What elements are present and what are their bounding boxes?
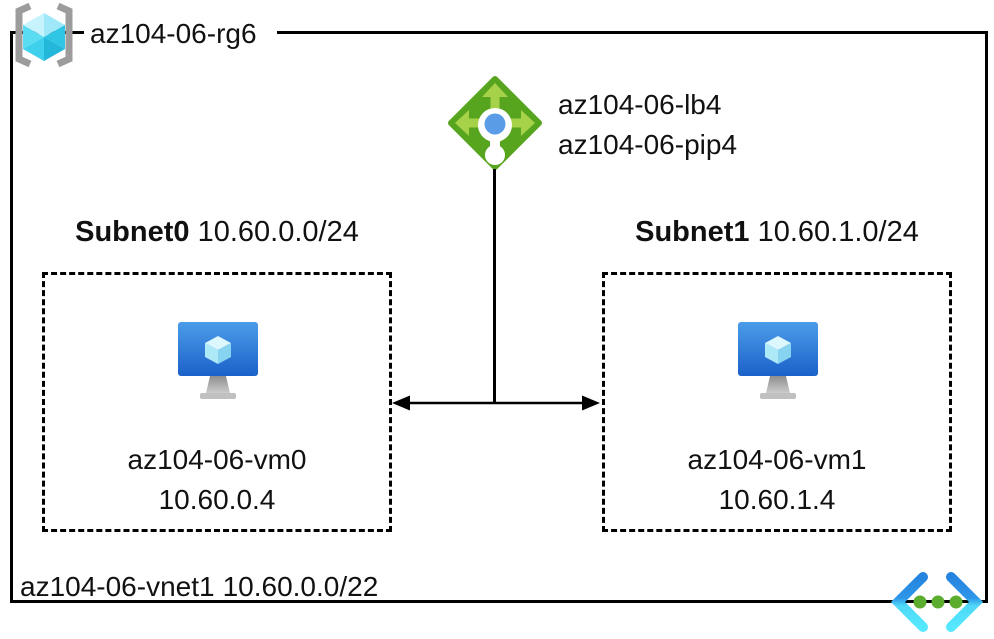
vnet-cidr: 10.60.0.0/22	[222, 571, 379, 602]
subnet1-name: Subnet1	[635, 216, 750, 248]
lb-connector-line	[493, 169, 496, 403]
vnet-name: az104-06-vnet1	[20, 571, 215, 602]
vm1-labels: az104-06-vm1 10.60.1.4	[602, 440, 952, 520]
public-ip-name: az104-06-pip4	[558, 129, 738, 160]
load-balancer-name: az104-06-lb4	[558, 89, 722, 120]
rg-label-mask	[84, 28, 277, 38]
resource-group-boundary	[10, 31, 988, 603]
vm0-labels: az104-06-vm0 10.60.0.4	[42, 440, 392, 520]
subnet0-title: Subnet0 10.60.0.0/24	[42, 216, 392, 248]
vm0-name: az104-06-vm0	[127, 444, 307, 475]
virtual-network-icon	[890, 572, 984, 632]
vm1-name: az104-06-vm1	[687, 444, 867, 475]
virtual-machine-icon	[178, 322, 258, 399]
resource-group-icon	[15, 2, 73, 68]
virtual-machine-icon	[738, 322, 818, 399]
subnet1-cidr: 10.60.1.0/24	[757, 216, 919, 248]
load-balancer-icon	[448, 76, 542, 170]
load-balancer-labels: az104-06-lb4 az104-06-pip4	[558, 85, 737, 165]
subnet0-cidr: 10.60.0.0/24	[197, 216, 359, 248]
subnet0-box	[42, 272, 392, 532]
double-arrow-connector	[392, 395, 600, 411]
subnet0-name: Subnet0	[75, 216, 190, 248]
resource-group-label: az104-06-rg6	[90, 18, 257, 49]
vm1-ip: 10.60.1.4	[718, 484, 836, 515]
subnet1-title: Subnet1 10.60.1.0/24	[602, 216, 952, 248]
vm0-ip: 10.60.0.4	[158, 484, 276, 515]
subnet1-box	[602, 272, 952, 532]
